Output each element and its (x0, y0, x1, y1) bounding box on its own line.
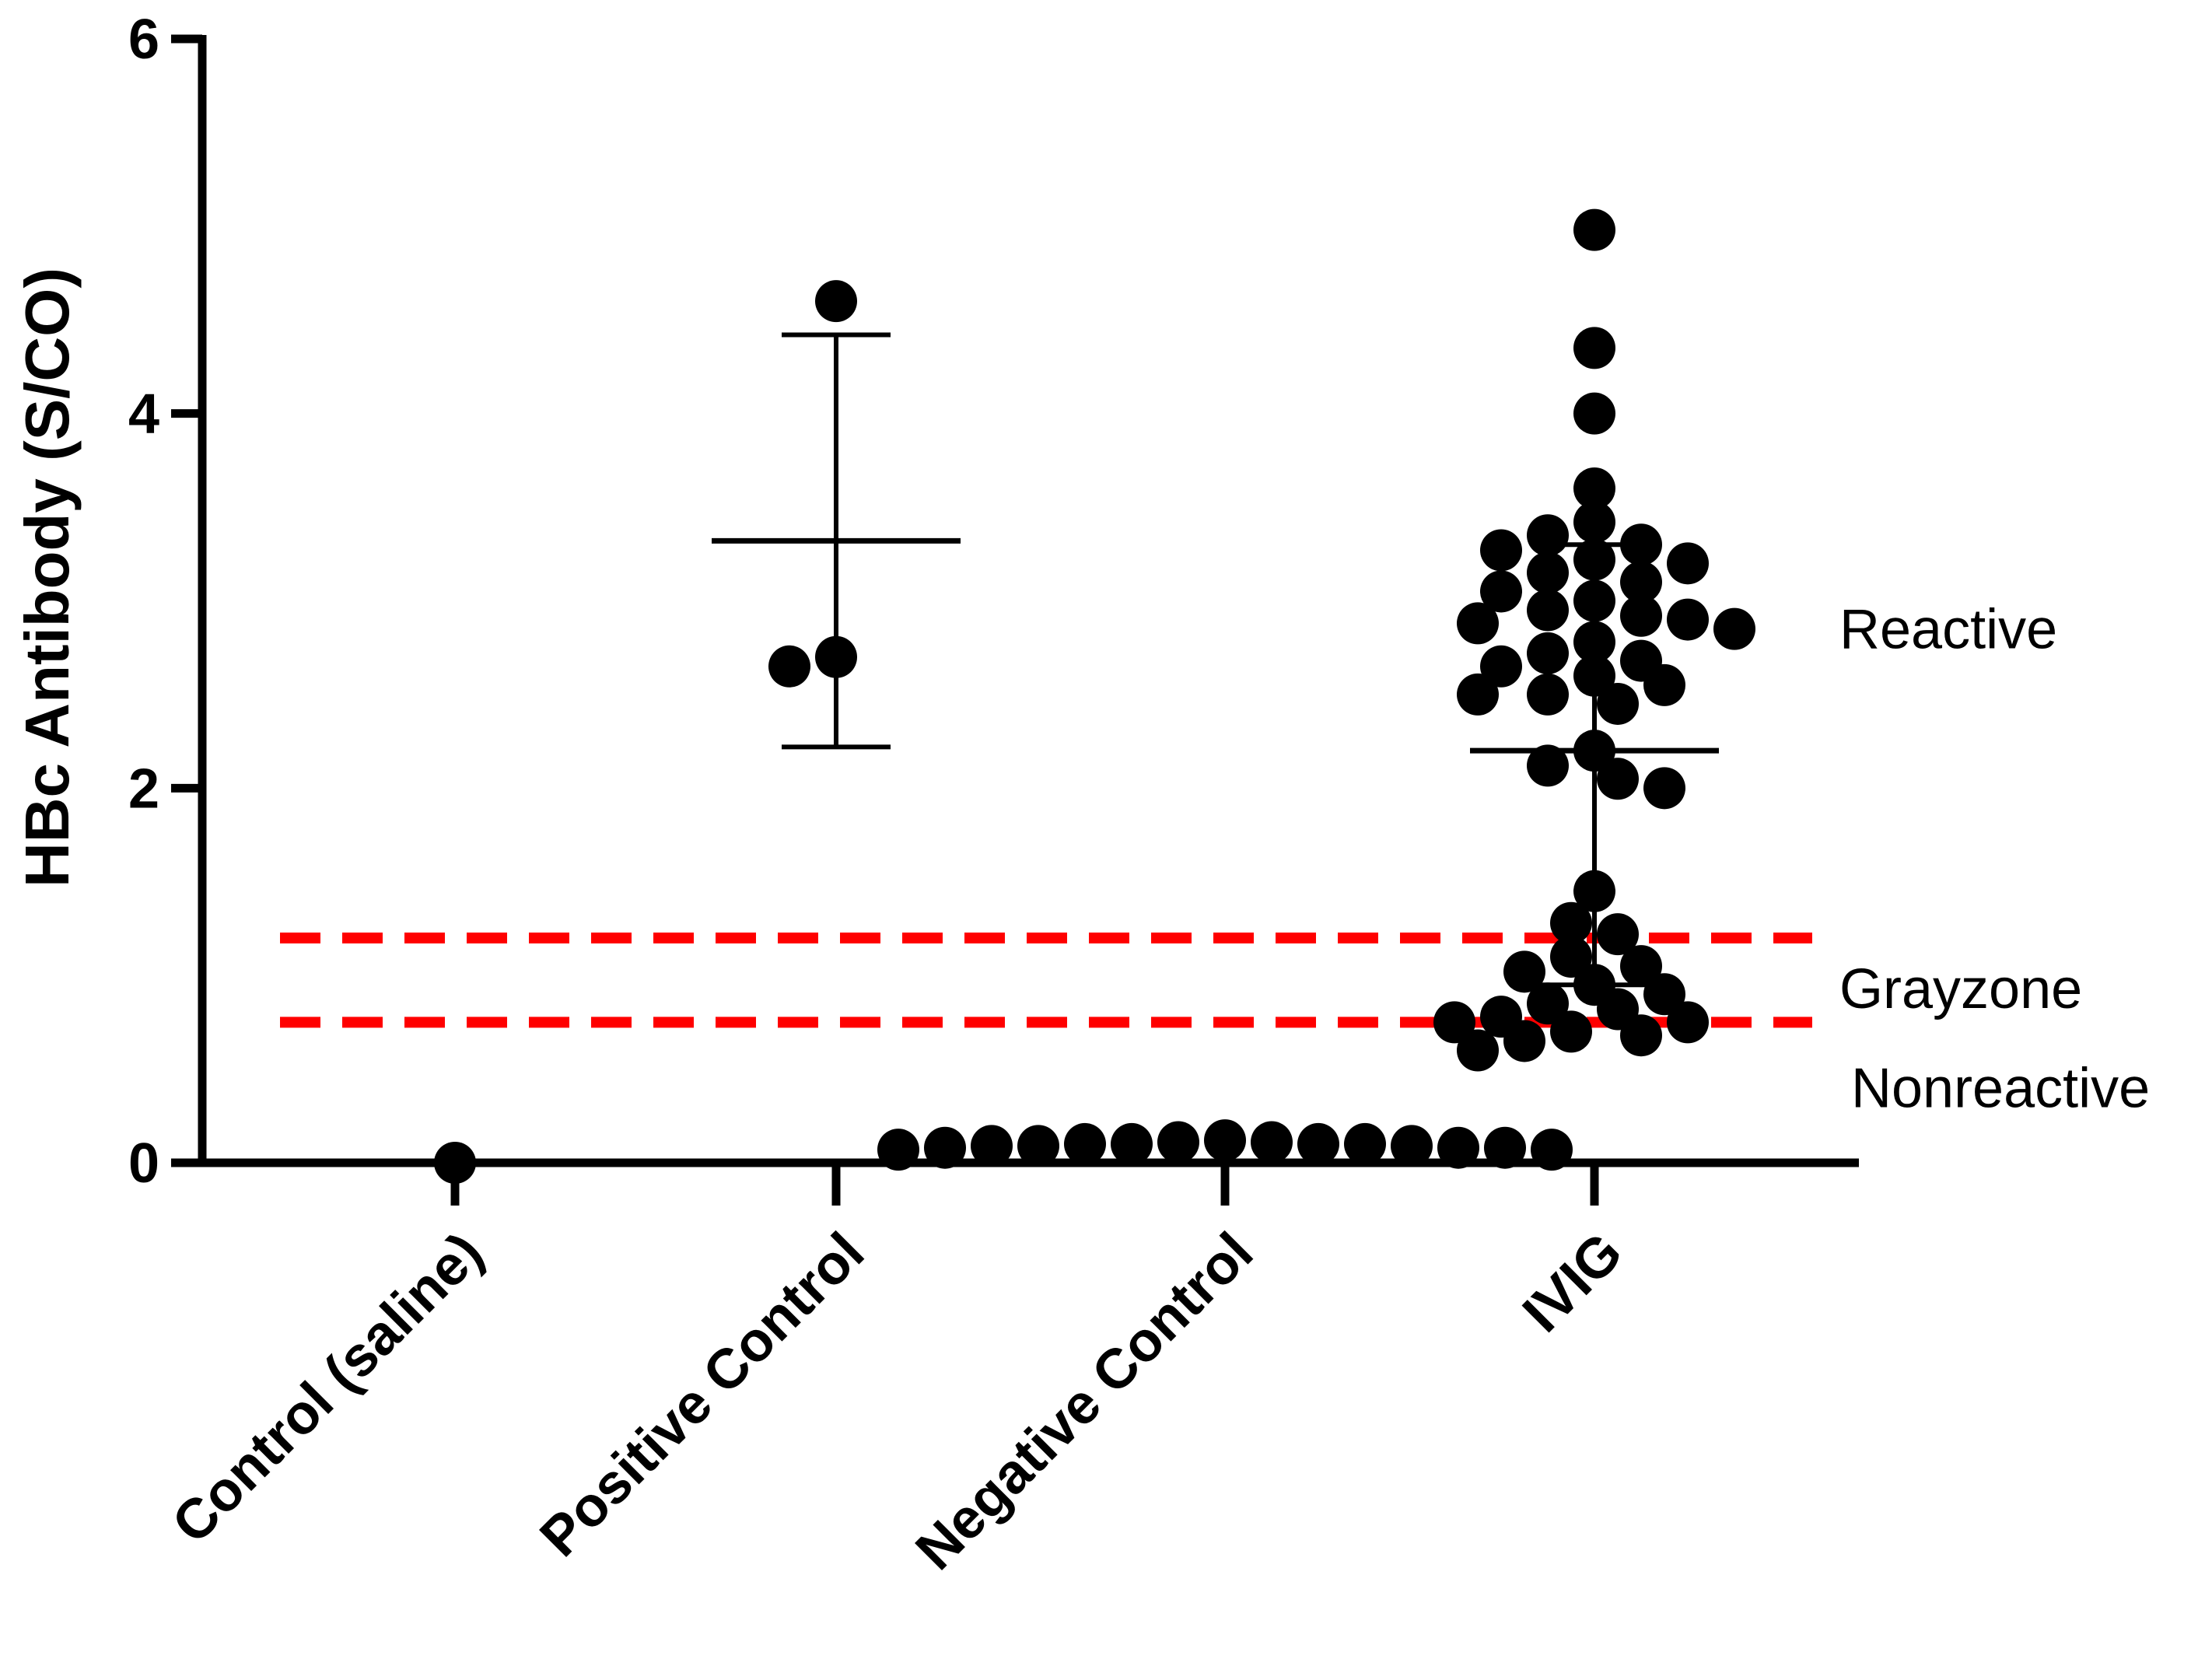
data-point (1643, 973, 1685, 1016)
data-point (1620, 945, 1662, 988)
mean-sd-bars (712, 332, 1719, 988)
data-point (924, 1126, 966, 1169)
data-point (1527, 982, 1569, 1025)
data-point (1667, 1001, 1709, 1044)
data-point (1503, 1020, 1545, 1062)
data-point (1484, 1126, 1526, 1169)
y-tick-label: 6 (128, 9, 159, 71)
data-point (1620, 561, 1662, 604)
data-point (1573, 467, 1615, 509)
x-category-label: IVIG (1511, 1221, 1634, 1344)
data-point (1597, 682, 1639, 725)
data-point (1204, 1119, 1246, 1162)
y-axis-label: HBc Antibody (S/CO) (12, 268, 82, 887)
y-tick-label: 0 (128, 1132, 159, 1195)
axes (198, 35, 1859, 1167)
data-point (1391, 1125, 1433, 1167)
data-point (1550, 936, 1592, 978)
data-points (434, 208, 1755, 1184)
data-point (1527, 744, 1569, 787)
data-point (1111, 1122, 1153, 1165)
data-point (971, 1125, 1013, 1167)
data-point (1157, 1121, 1199, 1164)
x-category-label: Positive Control (528, 1221, 876, 1569)
data-point (1480, 645, 1522, 688)
y-axis-ticks: 0 2 4 6 (128, 9, 202, 1195)
data-point (1527, 514, 1569, 557)
data-point (1573, 538, 1615, 581)
data-point (1573, 870, 1615, 912)
data-point (1017, 1125, 1059, 1167)
data-point (1620, 1014, 1662, 1057)
data-point (1251, 1121, 1293, 1164)
data-point (1667, 598, 1709, 641)
data-point (1643, 767, 1685, 810)
data-point (1597, 758, 1639, 800)
data-point (1437, 1126, 1479, 1169)
data-point (1713, 607, 1755, 650)
data-point (1550, 1010, 1592, 1053)
y-tick-label: 4 (128, 383, 159, 446)
data-point (1667, 542, 1709, 585)
data-point (815, 635, 857, 678)
data-point (1573, 327, 1615, 369)
data-point (1457, 673, 1499, 716)
data-point (1457, 602, 1499, 645)
x-category-label: Negative Control (904, 1221, 1265, 1582)
data-point (768, 645, 810, 688)
data-point (815, 280, 857, 323)
zone-label: Nonreactive (1851, 1058, 2150, 1120)
x-category-label: Control (saline) (160, 1221, 495, 1556)
data-point (1620, 594, 1662, 637)
data-point (1064, 1122, 1106, 1165)
data-point (1527, 589, 1569, 632)
data-point (1297, 1122, 1339, 1165)
data-point (1573, 501, 1615, 544)
data-point (1344, 1122, 1386, 1165)
zone-label: Reactive (1839, 599, 2057, 661)
zone-label: Grayzone (1839, 958, 2082, 1020)
data-point (1573, 730, 1615, 772)
data-point (1527, 632, 1569, 674)
data-point (1643, 663, 1685, 706)
data-point (1480, 570, 1522, 613)
y-tick-label: 2 (128, 758, 159, 820)
data-point (1573, 208, 1615, 251)
data-point (1573, 621, 1615, 663)
data-point (1573, 654, 1615, 697)
data-point (1527, 551, 1569, 594)
data-point (1503, 950, 1545, 993)
data-point (1620, 523, 1662, 566)
data-point (1433, 1001, 1475, 1044)
data-point (1573, 579, 1615, 622)
data-point (1550, 901, 1592, 944)
data-point (1480, 529, 1522, 572)
data-point (1573, 392, 1615, 435)
data-point (1527, 673, 1569, 716)
data-point (1597, 913, 1639, 956)
data-point (1457, 1029, 1499, 1072)
